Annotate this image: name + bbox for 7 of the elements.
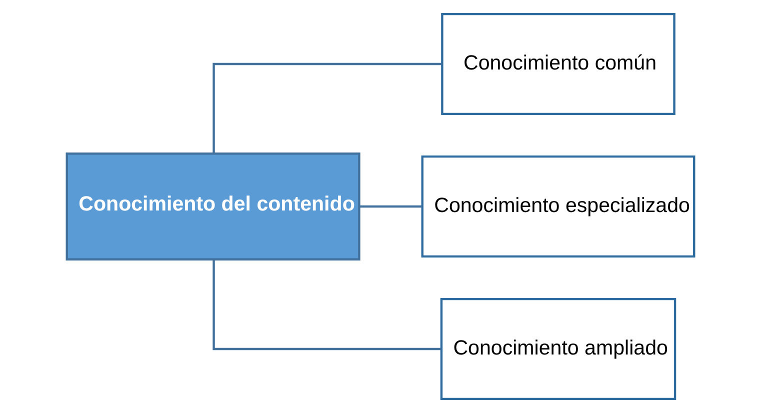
connector (212, 260, 441, 350)
node-box: Conocimiento especializado (420, 155, 695, 258)
node-box: Conocimiento común (440, 12, 675, 116)
node-box: Conocimiento del contenido (65, 152, 360, 260)
connector (212, 62, 442, 154)
node-box: Conocimiento ampliado (440, 298, 676, 400)
connector (358, 205, 422, 208)
